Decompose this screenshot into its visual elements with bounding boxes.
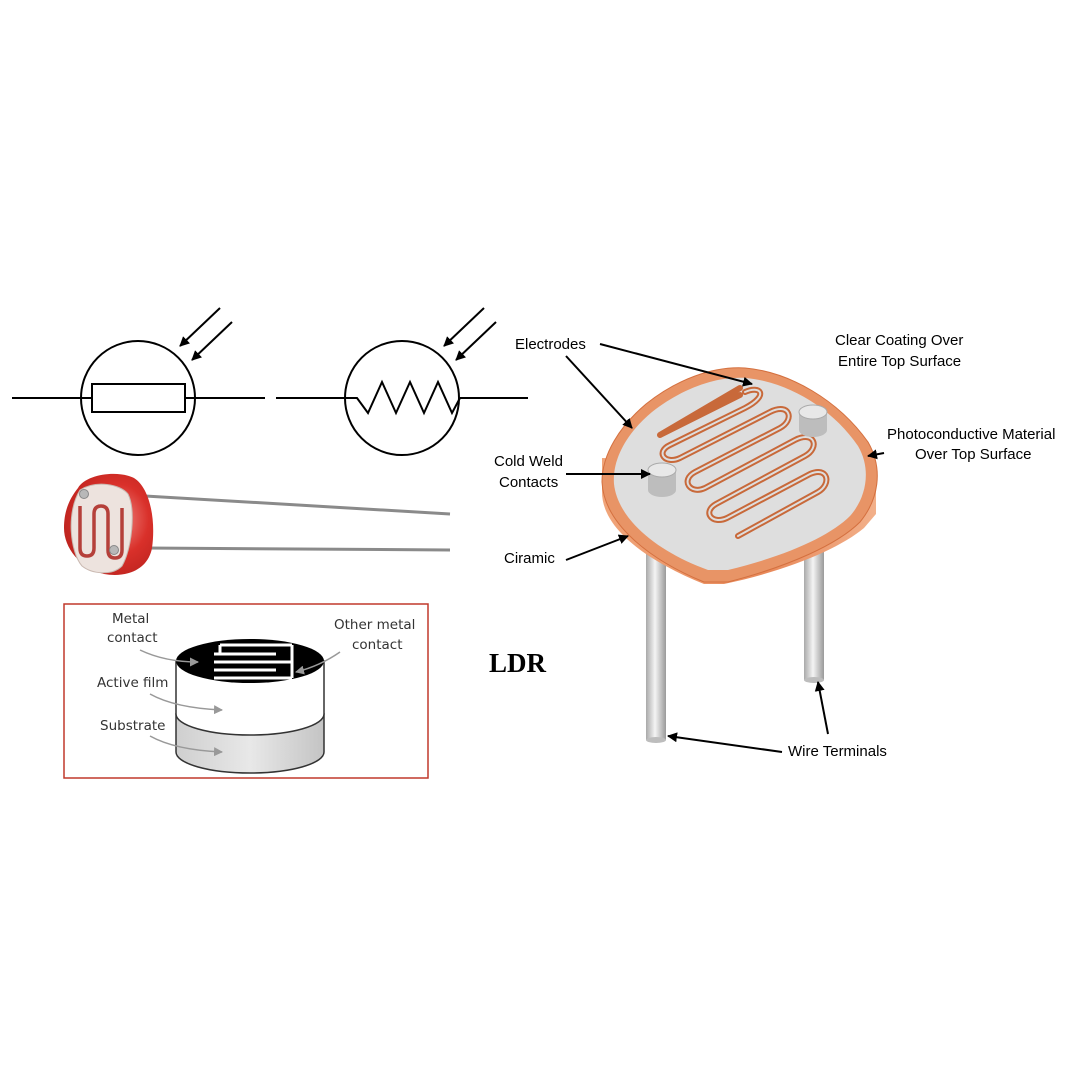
label-clear-coating-1: Clear Coating Over bbox=[835, 332, 963, 349]
inset-label-other-metal-2: contact bbox=[352, 637, 403, 653]
ldr-symbol-zigzag bbox=[276, 307, 528, 456]
cold-weld-contact-right bbox=[798, 404, 828, 437]
label-cold-weld-2: Contacts bbox=[499, 474, 558, 491]
label-clear-coating-2: Entire Top Surface bbox=[838, 353, 961, 370]
wire-terminal-left bbox=[646, 545, 666, 740]
callout-arrows bbox=[565, 343, 885, 753]
inset-label-metal-contact-2: contact bbox=[107, 630, 158, 646]
ldr-symbol-rect bbox=[12, 307, 265, 456]
wire-terminal-right bbox=[804, 530, 824, 680]
ldr-3d-component bbox=[601, 367, 878, 743]
inset-label-other-metal-1: Other metal bbox=[334, 617, 415, 633]
label-cold-weld-1: Cold Weld bbox=[494, 453, 563, 470]
inset-label-substrate: Substrate bbox=[100, 718, 165, 734]
label-photoconductive-2: Over Top Surface bbox=[915, 446, 1031, 463]
label-electrodes: Electrodes bbox=[515, 336, 586, 353]
cold-weld-contact-left bbox=[647, 462, 677, 497]
label-photoconductive-1: Photoconductive Material bbox=[887, 426, 1055, 443]
inset-label-active-film: Active film bbox=[97, 675, 168, 691]
ldr-title: LDR bbox=[489, 648, 547, 678]
inset-label-metal-contact-1: Metal bbox=[112, 611, 149, 627]
ldr-photo bbox=[64, 473, 451, 575]
label-ciramic: Ciramic bbox=[504, 550, 555, 567]
label-wire-terminals: Wire Terminals bbox=[788, 743, 887, 760]
inset-cross-section: Metal contact Other metal contact Active… bbox=[63, 603, 429, 779]
